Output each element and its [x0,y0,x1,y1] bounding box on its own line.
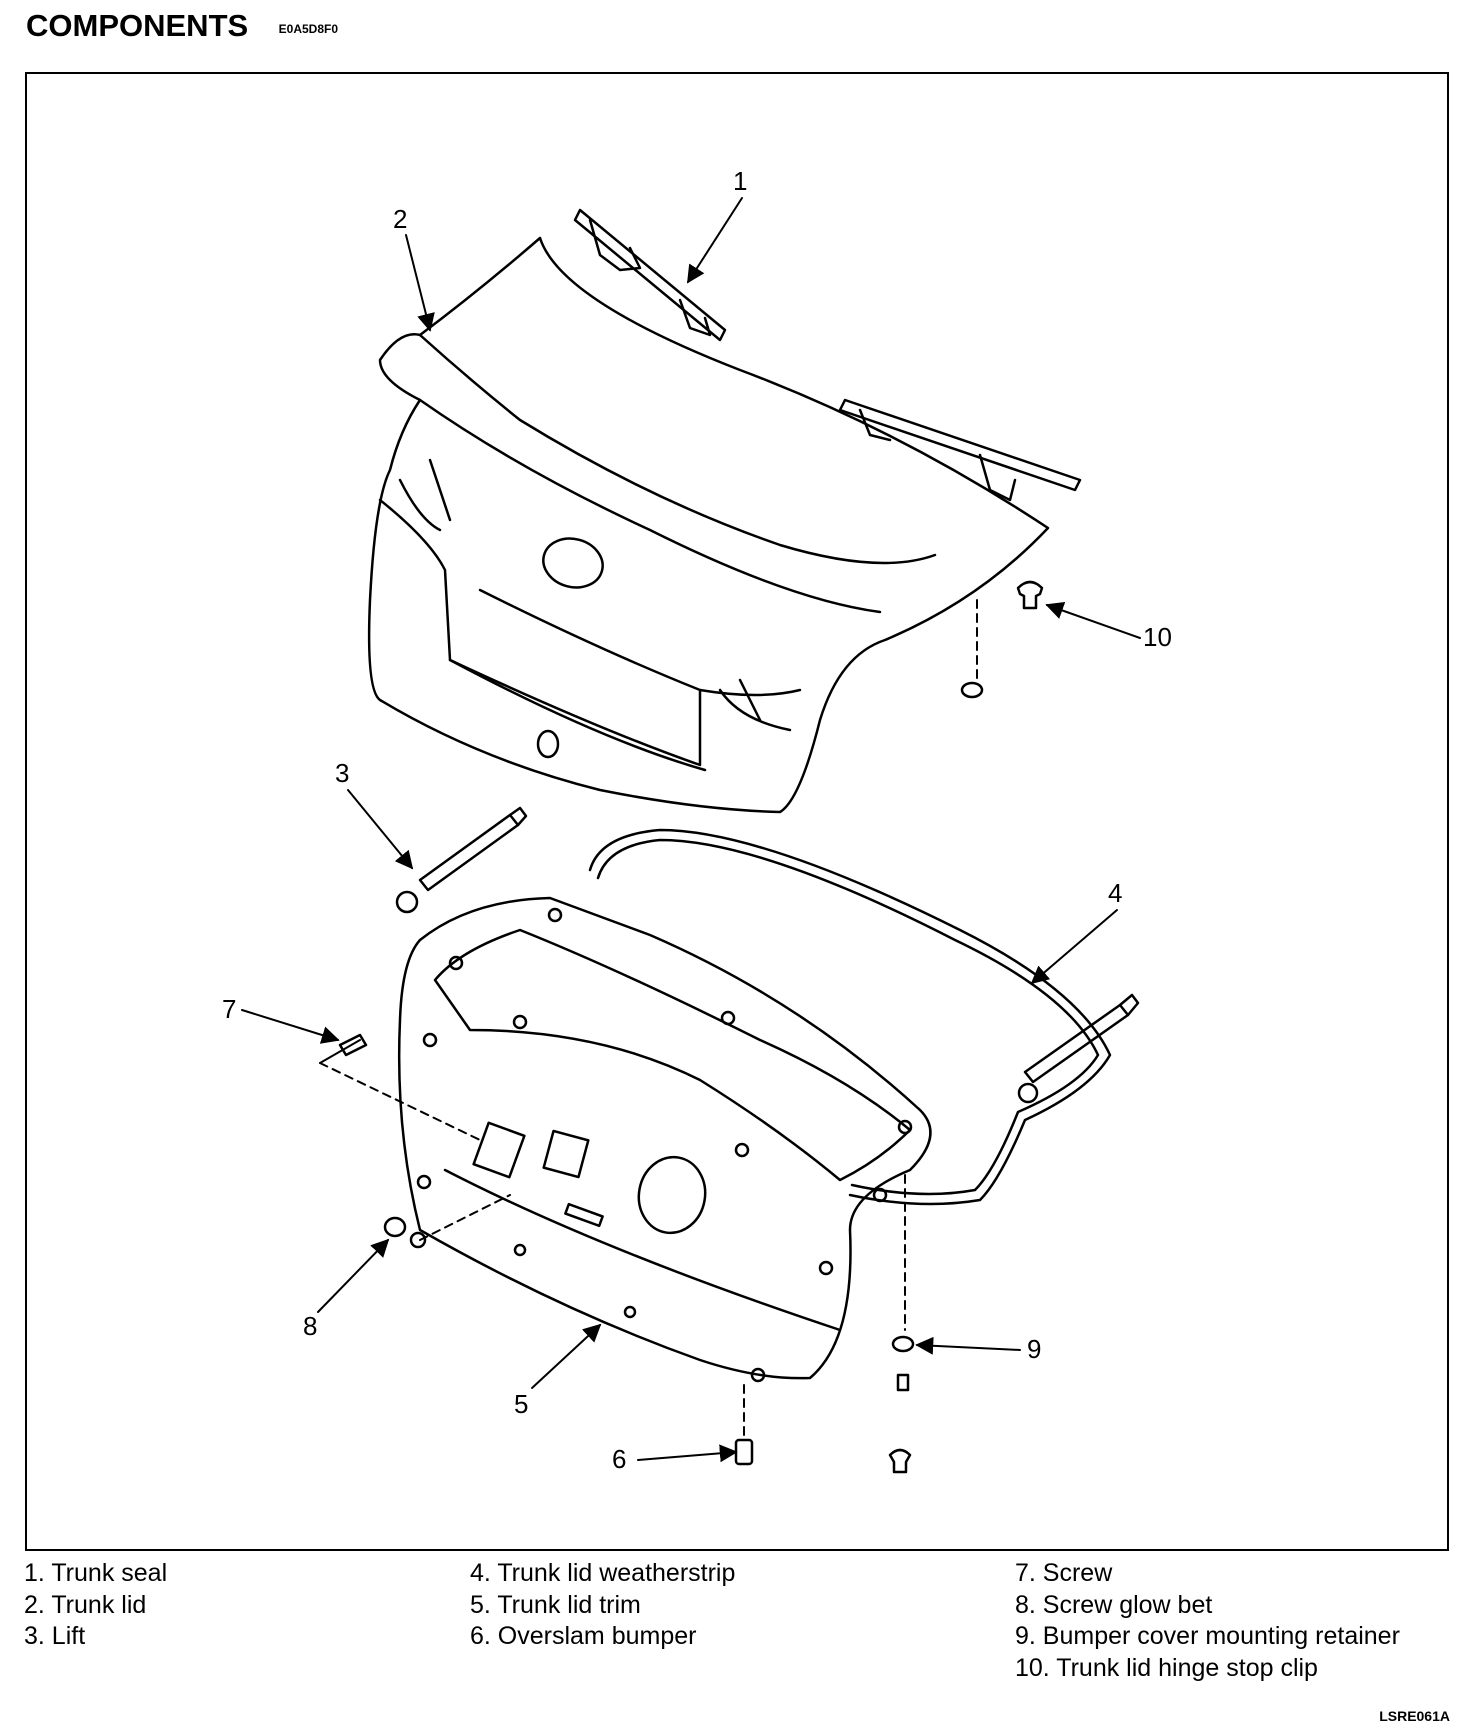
legend-item: 7. Screw [1015,1559,1113,1587]
callout-8: 8 [303,1311,317,1341]
callout-3: 3 [335,758,349,788]
callout-numbers: 1 2 3 4 5 6 7 8 9 10 [222,166,1172,1474]
callout-9: 9 [1027,1334,1041,1364]
diagram-frame [25,72,1449,1551]
legend-column-2: 4. Trunk lid weatherstrip 5. Trunk lid t… [470,1558,735,1653]
legend-item: 3. Lift [24,1622,86,1650]
legend-item: 6. Overslam bumper [470,1622,697,1650]
page-title: COMPONENTS [26,8,249,43]
screw-glow-bet-part [383,1194,511,1249]
legend-item: 5. Trunk lid trim [470,1590,641,1619]
section-code: E0A5D8F0 [278,22,339,36]
legend-item: 10. Trunk lid hinge stop clip [1015,1653,1318,1682]
callout-7: 7 [222,994,236,1024]
legend-item: 1. Trunk seal [24,1559,168,1587]
hinge-stop-clip-part [960,580,1044,699]
legend-column-3: 7. Screw 8. Screw glow bet 9. Bumper cov… [1015,1558,1400,1684]
legend-item: 2. Trunk lid [24,1590,147,1619]
callout-2: 2 [393,204,407,234]
callout-6: 6 [612,1444,626,1474]
overslam-bumper-part [734,1384,754,1466]
callout-5: 5 [514,1389,528,1419]
trunk-lid-trim-part [397,896,932,1383]
bumper-cover-retainer-part [888,1174,915,1474]
page-heading: COMPONENTS E0A5D8F0 [26,8,338,48]
trunk-lid-weatherstrip-part [588,828,1112,1206]
screw-part [319,1033,481,1141]
legend-item: 8. Screw glow bet [1015,1590,1213,1619]
legend-item: 4. Trunk lid weatherstrip [470,1559,736,1587]
figure-code: LSRE061A [1379,1708,1450,1724]
trunk-seal-part [573,208,1082,502]
callout-1: 1 [733,166,747,196]
callout-leaders [241,197,1141,1463]
trunk-lid-part [367,236,1050,814]
legend-column-1: 1. Trunk seal 2. Trunk lid 3. Lift [24,1558,167,1653]
callout-4: 4 [1108,878,1122,908]
legend-item: 9. Bumper cover mounting retainer [1015,1622,1400,1650]
callout-10: 10 [1143,622,1172,652]
lift-part [395,806,1140,1104]
